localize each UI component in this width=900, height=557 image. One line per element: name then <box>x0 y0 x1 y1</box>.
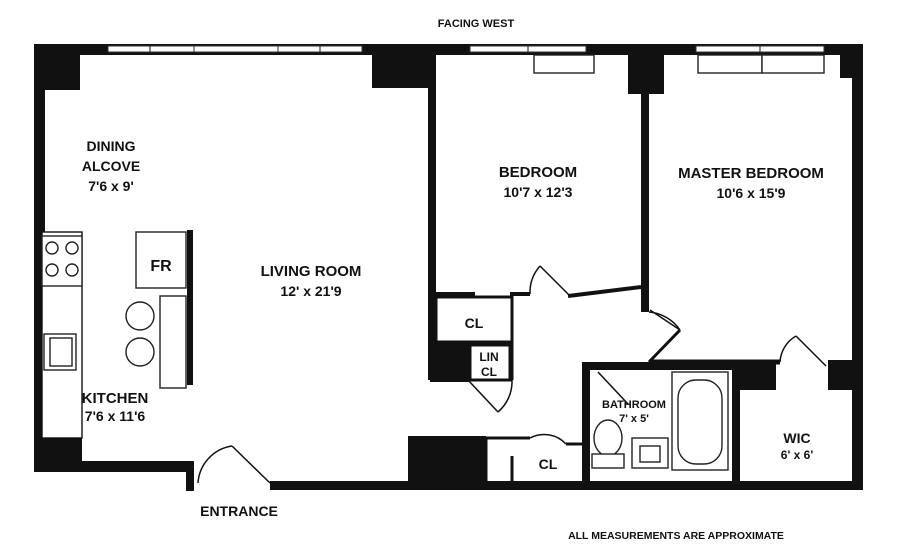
orientation-label: FACING WEST <box>438 18 515 30</box>
bathtub <box>671 371 729 471</box>
wic-name: WIC <box>783 430 810 446</box>
sink <box>43 333 77 371</box>
master-size: 10'6 x 15'9 <box>717 185 786 201</box>
counter-bar <box>159 295 187 389</box>
master-name: MASTER BEDROOM <box>678 165 824 182</box>
stove <box>41 235 83 287</box>
door-swings <box>197 265 827 484</box>
dining-name-2: ALCOVE <box>82 158 140 174</box>
outer-walls <box>34 44 863 491</box>
bedroom-name: BEDROOM <box>499 164 577 181</box>
toilet <box>591 419 625 469</box>
entrance-label: ENTRANCE <box>200 503 278 519</box>
fridge-label: FR <box>150 258 172 275</box>
bathroom-name: BATHROOM <box>602 399 666 411</box>
kitchen-size: 7'6 x 11'6 <box>85 408 146 424</box>
closet-label-1: CL <box>465 315 484 331</box>
fridge <box>135 231 187 289</box>
dining-size: 7'6 x 9' <box>88 178 134 194</box>
linen-label-1: LIN <box>479 350 498 364</box>
windows <box>107 45 825 74</box>
bathroom-size: 7' x 5' <box>619 413 649 425</box>
dining-name-1: DINING <box>87 138 136 154</box>
closet-label-2: CL <box>539 456 558 472</box>
wic-size: 6' x 6' <box>781 448 814 462</box>
vanity-sink <box>631 437 669 469</box>
bedroom-size: 10'7 x 12'3 <box>504 184 573 200</box>
kitchen-name: KITCHEN <box>82 390 149 407</box>
measurement-note: ALL MEASUREMENTS ARE APPROXIMATE <box>568 530 784 542</box>
stools <box>125 301 155 367</box>
linen-label-2: CL <box>481 365 497 379</box>
living-size: 12' x 21'9 <box>280 283 341 299</box>
living-name: LIVING ROOM <box>261 263 362 280</box>
